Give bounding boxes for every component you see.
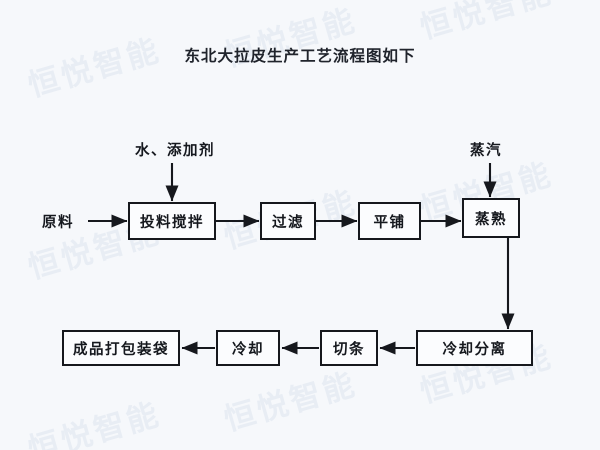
- watermark-tile: 恒悦智能: [220, 366, 361, 439]
- node-steaming[interactable]: 蒸熟: [462, 198, 520, 238]
- label-water-additive: 水、添加剂: [135, 143, 215, 159]
- node-filtering[interactable]: 过滤: [260, 202, 316, 240]
- label-raw-material: 原料: [42, 215, 74, 231]
- page-title: 东北大拉皮生产工艺流程图如下: [184, 47, 416, 65]
- watermark-tile: 恒悦智能: [24, 396, 165, 450]
- label-steam: 蒸汽: [470, 143, 502, 159]
- node-cutting[interactable]: 切条: [320, 330, 378, 366]
- node-cooling-separation[interactable]: 冷却分离: [416, 330, 533, 366]
- watermark-tile: 恒悦智能: [416, 0, 557, 47]
- node-mixing[interactable]: 投料搅拌: [128, 202, 216, 240]
- node-packaging[interactable]: 成品打包装袋: [62, 330, 180, 366]
- node-cooling[interactable]: 冷却: [216, 330, 280, 366]
- node-spreading[interactable]: 平铺: [358, 202, 421, 240]
